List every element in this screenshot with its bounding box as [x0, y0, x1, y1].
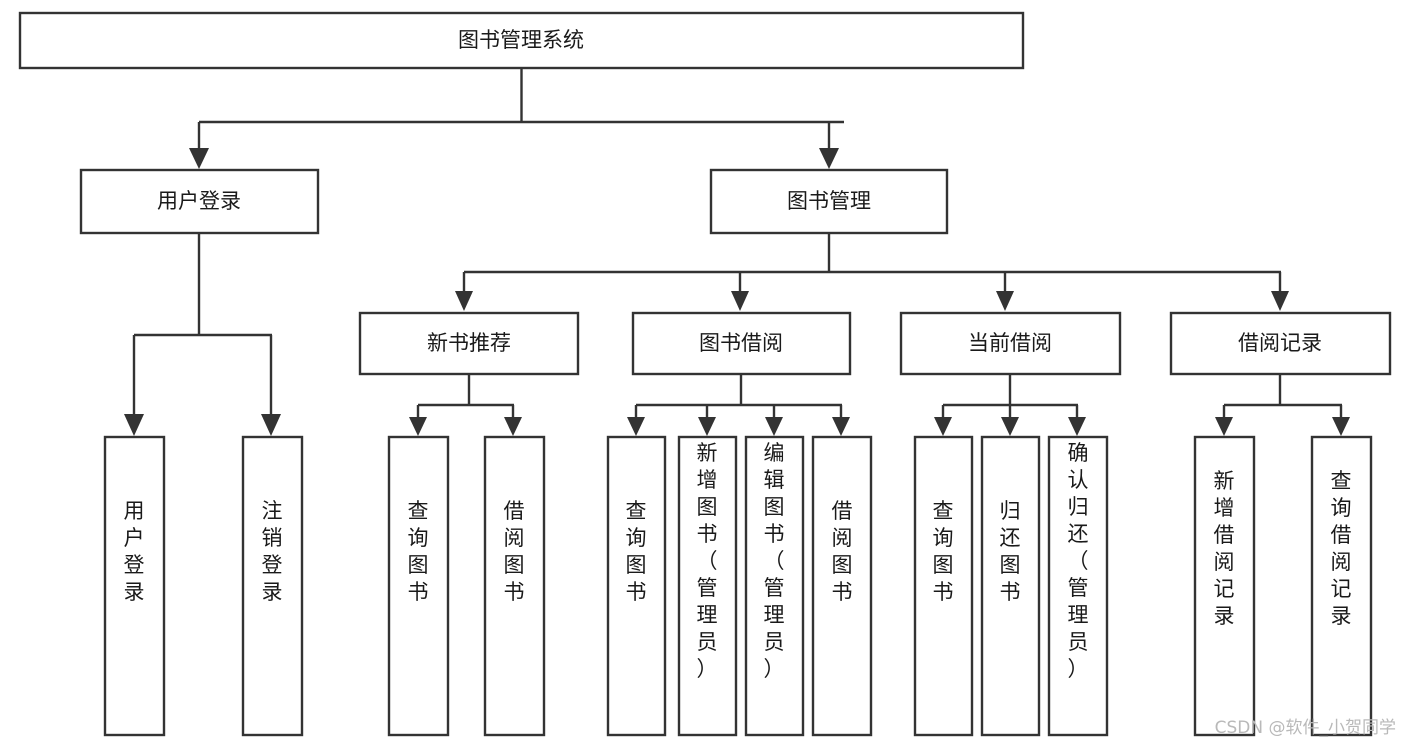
leaf-borrow-book-2-box[interactable] — [811, 435, 873, 737]
arrow-head-leaf-query-record — [1332, 417, 1350, 436]
watermark-label: CSDN @软件_小贺同学 — [1215, 718, 1396, 738]
arrow-head-user-login — [189, 148, 209, 169]
leaf-query-book-2-label: 查询图书 — [626, 499, 647, 604]
arrow-head-leaf-user-login — [124, 414, 144, 436]
leaf-borrow-book-1-box[interactable] — [483, 435, 546, 737]
leaf-return-book-box[interactable] — [980, 435, 1041, 737]
node-root-label: 图书管理系统 — [458, 28, 584, 52]
leaf-node[interactable]: 用户登录 — [103, 435, 166, 737]
node-book-manage-label: 图书管理 — [787, 189, 871, 213]
leaf-node[interactable]: 查询图书 — [913, 435, 974, 737]
leaf-node[interactable]: 新增借阅记录 — [1193, 435, 1256, 737]
leaf-add-record-label: 新增借阅记录 — [1214, 469, 1235, 628]
leaf-borrow-book-2-label: 借阅图书 — [832, 499, 853, 604]
node-borrow-record-label: 借阅记录 — [1238, 331, 1322, 355]
node-current-borrow-label: 当前借阅 — [968, 331, 1052, 355]
node-book-borrow[interactable]: 图书借阅 — [631, 311, 852, 376]
node-root[interactable]: 图书管理系统 — [18, 11, 1025, 70]
arrow-head-book-manage — [819, 148, 839, 169]
node-current-borrow-box[interactable] — [899, 311, 1122, 376]
node-current-borrow[interactable]: 当前借阅 — [899, 311, 1122, 376]
leaf-node[interactable]: 查询借阅记录 — [1310, 435, 1373, 737]
leaf-edit-book-box[interactable] — [744, 435, 805, 737]
node-new-book-rec[interactable]: 新书推荐 — [358, 311, 580, 376]
arrow-head-current-borrow — [996, 291, 1014, 311]
leaf-query-book-3-label: 查询图书 — [933, 499, 954, 604]
node-root-box[interactable] — [18, 11, 1025, 70]
leaf-query-record-label: 查询借阅记录 — [1331, 469, 1352, 628]
arrow-head-leaf-query-book-1 — [409, 417, 427, 436]
arrow-head-new-book-rec — [455, 291, 473, 311]
node-new-book-rec-box[interactable] — [358, 311, 580, 376]
leaf-node[interactable]: 归还图书 — [980, 435, 1041, 737]
leaf-add-book-label: 新增图书（管理员） — [697, 441, 718, 681]
node-book-manage-box[interactable] — [709, 168, 949, 235]
leaf-query-record-box[interactable] — [1310, 435, 1373, 737]
connector-group-book-manage — [455, 233, 1289, 311]
arrow-head-leaf-return-book — [1001, 417, 1019, 436]
connector-group-root — [189, 68, 844, 169]
leaf-node[interactable]: 借阅图书 — [483, 435, 546, 737]
leaf-node[interactable]: 查询图书 — [606, 435, 667, 737]
leaf-borrow-book-1-label: 借阅图书 — [504, 499, 525, 604]
leaf-node[interactable]: 借阅图书 — [811, 435, 873, 737]
arrow-head-leaf-borrow-book-2 — [832, 417, 850, 436]
connector-group-user-login — [124, 233, 281, 436]
leaf-user-logout-box[interactable] — [241, 435, 304, 737]
leaf-edit-book-label: 编辑图书（管理员） — [764, 441, 785, 681]
node-book-borrow-box[interactable] — [631, 311, 852, 376]
connector-group-current-borrow — [934, 374, 1086, 436]
leaf-node[interactable]: 注销登录 — [241, 435, 304, 737]
arrow-head-leaf-query-book-3 — [934, 417, 952, 436]
leaf-query-book-1-label: 查询图书 — [408, 499, 429, 604]
node-user-login-box[interactable] — [79, 168, 320, 235]
connector-group-book-borrow — [627, 374, 850, 436]
node-book-manage[interactable]: 图书管理 — [709, 168, 949, 235]
node-new-book-rec-label: 新书推荐 — [427, 331, 511, 355]
leaf-add-book-box[interactable] — [677, 435, 738, 737]
leaf-user-login-box[interactable] — [103, 435, 166, 737]
arrow-head-leaf-add-record — [1215, 417, 1233, 436]
arrow-head-leaf-confirm-return — [1068, 417, 1086, 436]
connector-group-borrow-record — [1215, 374, 1350, 436]
connector-group-new-book-rec — [409, 374, 522, 436]
leaf-query-book-2-box[interactable] — [606, 435, 667, 737]
node-book-borrow-label: 图书借阅 — [699, 331, 783, 355]
leaf-node[interactable]: 查询图书 — [387, 435, 450, 737]
leaf-confirm-return-label: 确认归还（管理员） — [1068, 441, 1089, 681]
arrow-head-borrow-record — [1271, 291, 1289, 311]
leaf-user-login-label: 用户登录 — [124, 499, 145, 604]
leaf-return-book-label: 归还图书 — [1000, 499, 1021, 604]
arrow-head-book-borrow — [731, 291, 749, 311]
node-user-login-label: 用户登录 — [157, 189, 241, 213]
leaf-confirm-return-box[interactable] — [1047, 435, 1109, 737]
leaf-node[interactable]: 编辑图书（管理员） — [744, 435, 805, 737]
arrow-head-leaf-add-book — [698, 417, 716, 436]
arrow-head-leaf-query-book-2 — [627, 417, 645, 436]
leaf-add-record-box[interactable] — [1193, 435, 1256, 737]
leaf-node[interactable]: 确认归还（管理员） — [1047, 435, 1109, 737]
leaf-user-logout-label: 注销登录 — [262, 499, 283, 604]
leaf-query-book-3-box[interactable] — [913, 435, 974, 737]
leaf-query-book-1-box[interactable] — [387, 435, 450, 737]
node-user-login[interactable]: 用户登录 — [79, 168, 320, 235]
arrow-head-leaf-edit-book — [765, 417, 783, 436]
node-borrow-record-box[interactable] — [1169, 311, 1392, 376]
node-borrow-record[interactable]: 借阅记录 — [1169, 311, 1392, 376]
leaf-node[interactable]: 新增图书（管理员） — [677, 435, 738, 737]
arrow-head-leaf-borrow-book-1 — [504, 417, 522, 436]
arrow-head-leaf-user-logout — [261, 414, 281, 436]
